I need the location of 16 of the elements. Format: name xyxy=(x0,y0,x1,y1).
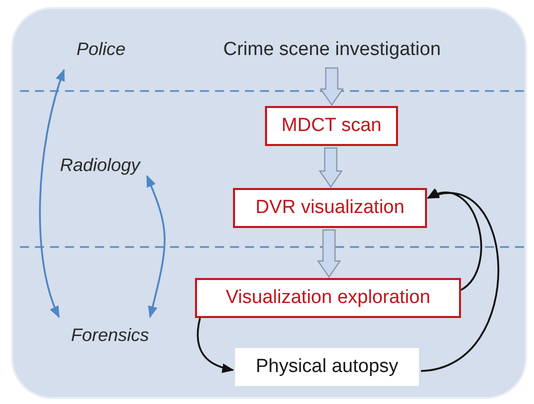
double-headed-arrow xyxy=(39,68,66,318)
text-label: Crime scene investigation xyxy=(196,34,468,66)
block-arrow xyxy=(320,67,344,106)
block-arrow xyxy=(318,147,343,188)
double-headed-arrow xyxy=(146,174,166,318)
curved-arrow xyxy=(196,318,234,373)
process-box: DVR visualization xyxy=(233,188,427,228)
process-box: Physical autopsy xyxy=(235,348,419,386)
role-label: Radiology xyxy=(50,150,150,180)
curved-arrow xyxy=(420,190,500,372)
process-box: Visualization exploration xyxy=(195,278,461,318)
block-arrow xyxy=(316,229,342,278)
process-box: MDCT scan xyxy=(265,106,398,146)
role-label: Police xyxy=(66,34,136,64)
role-label: Forensics xyxy=(60,320,160,350)
curved-arrow xyxy=(426,189,482,291)
